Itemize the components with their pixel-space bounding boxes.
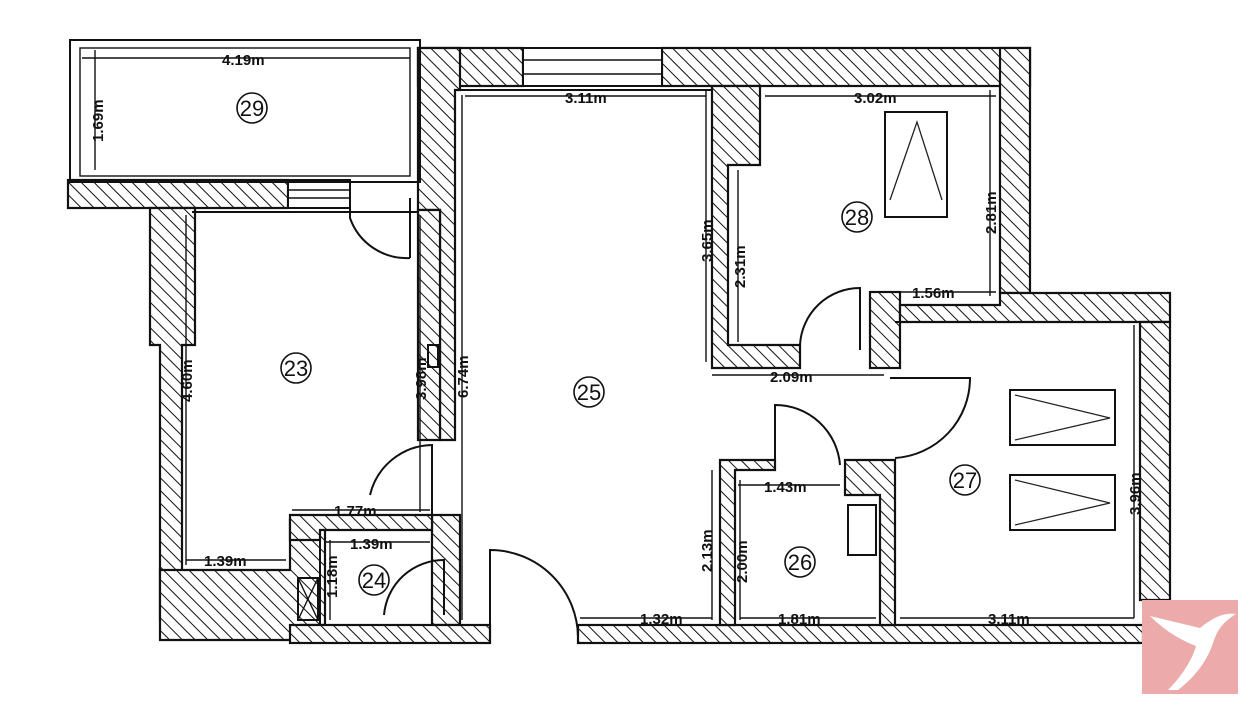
bed-28 (884, 111, 948, 218)
fixtures (297, 111, 1116, 621)
logo-bird-icon (1150, 613, 1236, 690)
door-27 (890, 377, 972, 459)
dim-23-left: 4.60m (179, 359, 196, 402)
dim-25-bottom: 1.32m (640, 611, 683, 628)
wall-28-right (998, 46, 1032, 295)
fixture-26 (847, 504, 877, 556)
dim-25-top: 3.11m (565, 90, 607, 107)
room-27: 27 (949, 464, 981, 496)
wall-27-right (1138, 320, 1172, 602)
dim-28-bottom: 1.56m (912, 285, 955, 302)
walls (66, 46, 1172, 645)
dim-24-side: 1.18m (324, 555, 341, 598)
door-26 (774, 403, 841, 466)
wall-bottom-left (288, 623, 492, 645)
room-29-number: 29 (240, 96, 264, 121)
door-24 (383, 558, 445, 616)
wall-29-bottom (66, 178, 290, 210)
dim-28-left: 2.31m (732, 245, 749, 288)
window-29 (287, 179, 351, 209)
wall-26-27 (843, 458, 897, 627)
dimension-labels: 4.19m 1.69m 3.11m 3.02m 2.81m 2.31m 1.56… (90, 52, 1144, 628)
room-26: 26 (784, 546, 816, 578)
door-25-entry (489, 548, 579, 640)
room-25: 25 (573, 376, 605, 408)
dim-25-674: 6.74m (455, 355, 472, 398)
brand-logo (1142, 600, 1238, 694)
dim-23-bottom: 1.39m (204, 553, 247, 570)
room-24-number: 24 (362, 568, 386, 593)
dim-28-right: 2.81m (983, 191, 1000, 234)
dim-29-width: 4.19m (222, 52, 265, 69)
niche-23 (427, 344, 439, 368)
room-labels: 29 23 24 25 26 27 28 (236, 92, 981, 596)
room-26-number: 26 (788, 550, 812, 575)
doors (349, 198, 972, 640)
dim-27-right: 3.96m (1127, 472, 1144, 515)
dimension-lines (82, 50, 1135, 620)
shaft-24 (297, 577, 319, 621)
room-28: 28 (841, 201, 873, 233)
bed-27-bottom (1009, 474, 1116, 531)
dim-26-bottom: 1.81m (778, 611, 821, 628)
window-top (522, 47, 663, 87)
wall-23-left (148, 206, 197, 622)
dim-25-213: 2.13m (699, 529, 716, 572)
wall-23-25-lower (416, 208, 442, 442)
door-23-25 (369, 443, 433, 515)
dim-24-inner: 1.39m (350, 536, 393, 553)
dim-29-depth: 1.69m (90, 99, 107, 142)
room-23-number: 23 (284, 356, 308, 381)
dim-26-left: 2.00m (734, 540, 751, 583)
bed-27-top (1009, 389, 1116, 446)
door-28 (799, 286, 861, 350)
room-lines (69, 39, 1140, 626)
dim-23-right: 3.98m (413, 357, 430, 400)
dim-25-365: 3.65m (699, 219, 716, 262)
dim-27-bottom: 3.11m (988, 611, 1030, 628)
wall-24-right (430, 513, 462, 627)
wall-top-right (660, 46, 1032, 88)
room-28-number: 28 (845, 205, 869, 230)
room-27-number: 27 (953, 468, 977, 493)
dim-hall: 2.09m (770, 369, 813, 386)
wall-25-28 (710, 84, 802, 370)
room-23: 23 (280, 352, 312, 384)
room-29: 29 (236, 92, 268, 124)
door-29-23 (349, 208, 411, 260)
dim-24-top: 1.77m (334, 503, 377, 520)
logo-background (1142, 600, 1238, 694)
room-24: 24 (358, 564, 390, 596)
wall-28-bottom-right (868, 290, 902, 370)
dim-28-top: 3.02m (854, 90, 897, 107)
dim-26-top: 1.43m (764, 479, 807, 496)
room-25-number: 25 (577, 380, 601, 405)
